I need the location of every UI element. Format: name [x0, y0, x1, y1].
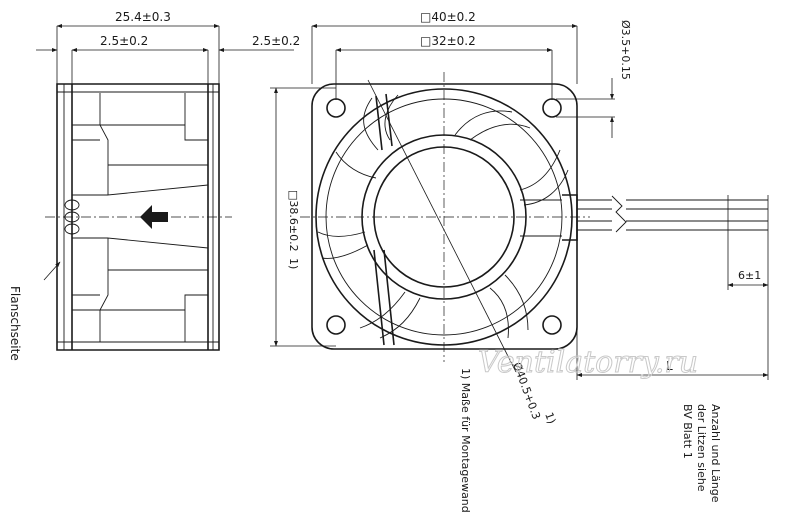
side-view-dimensions	[36, 24, 294, 281]
strip-length-label: 6±1	[738, 269, 761, 282]
inner-square-note: 1)	[287, 258, 300, 269]
left-arrow-icon	[140, 205, 168, 229]
flange-left-label: 2.5±0.2	[100, 34, 148, 48]
total-width-label: 25.4±0.3	[115, 10, 171, 24]
lead-length-label: L	[666, 359, 673, 373]
outer-square-label: □40±0.2	[420, 10, 476, 24]
front-view-dimensions	[270, 24, 769, 380]
front-view	[300, 72, 590, 373]
flange-side-label: Flanschseite	[8, 286, 22, 361]
side-view	[45, 83, 232, 351]
watermark: Ventilatorry.ru	[478, 345, 698, 380]
lead-note-line-1: Anzahl und Länge	[709, 404, 722, 503]
flange-right-label: 2.5±0.2	[252, 34, 300, 48]
footnote-label: 1) Maße für Montagewand	[459, 368, 472, 513]
inner-square-label: □38.6±0.2	[287, 190, 300, 252]
lead-note-line-3: BV Blatt 1	[681, 404, 694, 459]
lead-note-line-2: der Litzen siehe	[695, 404, 708, 492]
diameter-note: 1)	[542, 411, 558, 426]
lead-wires	[577, 195, 769, 380]
hole-diameter-label: Ø3.5+0.15	[619, 20, 632, 80]
hole-pitch-label: □32±0.2	[420, 34, 476, 48]
